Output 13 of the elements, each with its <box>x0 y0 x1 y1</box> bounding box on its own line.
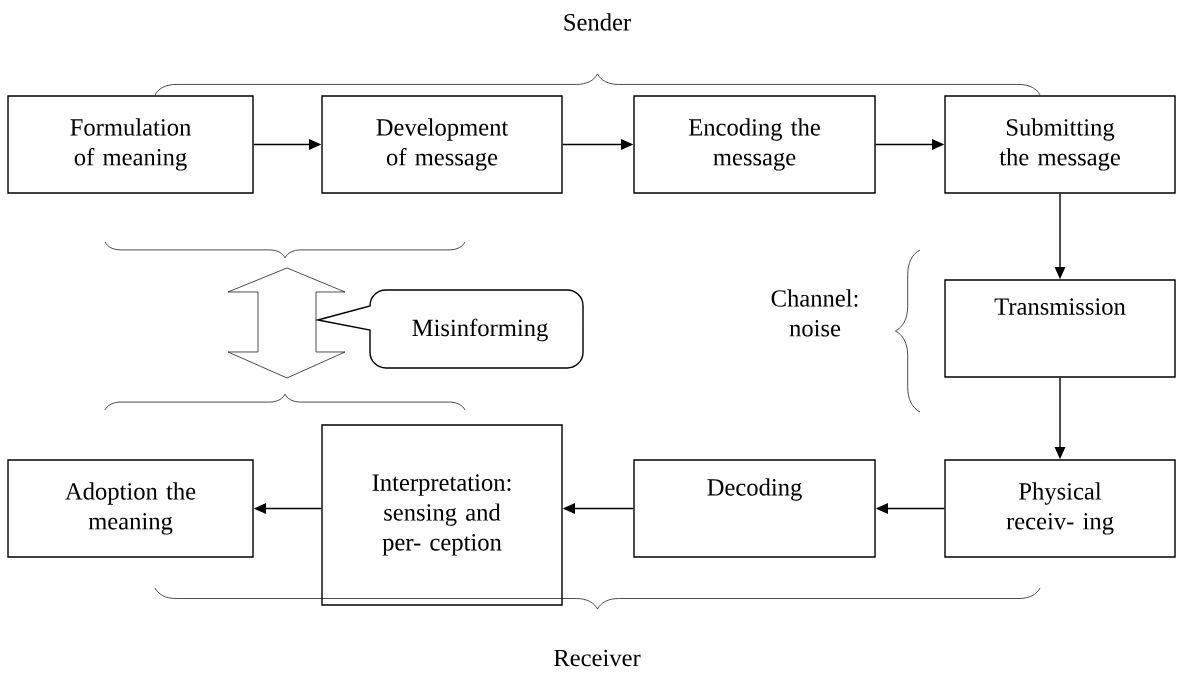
heading: Sender <box>564 13 631 31</box>
process-box: Decoding <box>633 459 876 558</box>
callout-bubble: Misinforming <box>317 289 584 369</box>
process-box: Interpretation: sensing and per- ception <box>321 424 563 606</box>
process-box: Encoding the message <box>633 95 876 194</box>
process-box: Submitting the message <box>944 95 1176 194</box>
process-box: Adoption the meaning <box>7 459 254 558</box>
process-box: Development of message <box>321 95 563 194</box>
process-box: Formulation of meaning <box>7 95 254 194</box>
heading: Receiver <box>554 649 641 667</box>
process-box: Transmission <box>944 279 1176 378</box>
process-box: Physical receiv- ing <box>944 459 1176 558</box>
channel-label: Channel: noise <box>771 289 858 337</box>
